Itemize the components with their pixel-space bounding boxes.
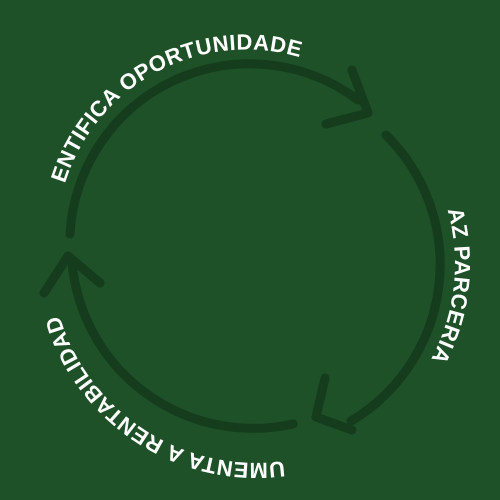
- cycle-arrows: [39, 59, 445, 435]
- cycle-labels: IDENTIFICA OPORTUNIDADES FAZ PARCERIAS A…: [0, 0, 475, 483]
- cycle-arc-bottom: [67, 257, 298, 433]
- cycle-arc-right: [346, 130, 445, 426]
- step-label-faz-text: FAZ PARCERIAS: [0, 0, 475, 368]
- arrowhead-right-icon: [311, 373, 357, 435]
- arrowhead-top-icon: [321, 65, 373, 129]
- arrowhead-left-icon: [39, 251, 105, 298]
- cycle-arc-top: [65, 59, 363, 239]
- step-label-faz: FAZ PARCERIAS: [0, 0, 475, 368]
